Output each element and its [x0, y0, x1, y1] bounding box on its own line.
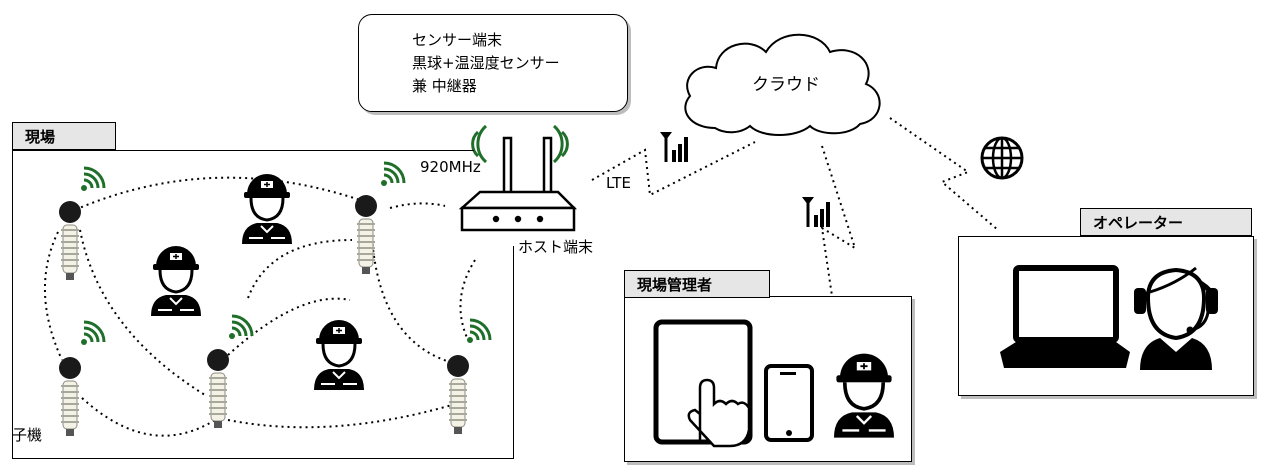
antenna-signal-icon [802, 197, 830, 227]
lte-links [591, 117, 999, 297]
site-title: 現場 [12, 122, 116, 150]
operator-panel [958, 236, 1254, 396]
cloud-label: クラウド [752, 75, 820, 95]
cloud-icon [684, 33, 881, 136]
manager-panel [624, 296, 912, 462]
legend-line-1: センサー端末 [412, 31, 503, 49]
site-frame-top [12, 150, 474, 151]
antenna-signal-icon [660, 132, 688, 162]
globe-icon [980, 136, 1024, 180]
mesh-links [44, 176, 476, 437]
operator-title: オペレーター [1080, 208, 1252, 236]
site-frame-right [513, 246, 514, 458]
manager-title: 現場管理者 [624, 270, 770, 298]
host-label: ホスト端末 [518, 238, 594, 256]
legend-box [358, 14, 628, 112]
freq-label: 920MHz [420, 158, 481, 176]
site-frame-sides [12, 150, 514, 459]
host-router-icon [458, 124, 578, 232]
legend-line-2: 黒球+温湿度センサー [412, 54, 560, 72]
child-label: 子機 [12, 426, 43, 444]
legend-line-3: 兼 中継器 [412, 77, 477, 95]
lte-label: LTE [606, 174, 631, 192]
